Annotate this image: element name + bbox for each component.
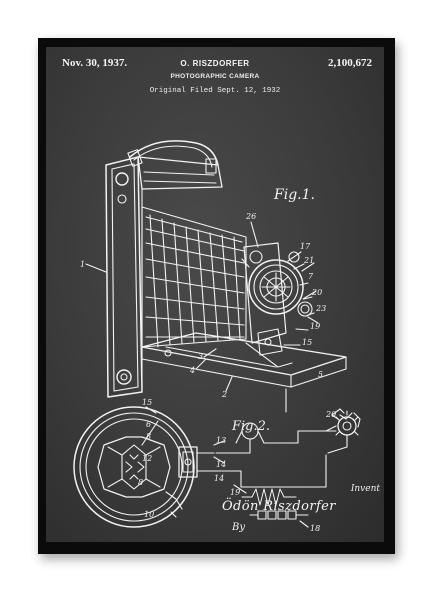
ref-numeral: 2 (221, 390, 227, 399)
ref-numeral: 3 (198, 352, 203, 361)
ref-numeral: 18 (310, 524, 320, 533)
patent-number: 2,100,672 (328, 57, 372, 69)
ref-numeral: 17 (300, 242, 311, 251)
picture-frame: Nov. 30, 1937. O. RISZDORFER 2,100,672 P… (38, 38, 395, 554)
patent-title: PHOTOGRAPHIC CAMERA (170, 73, 260, 80)
ref-numeral: 13 (216, 436, 226, 445)
inventor-label: Invent (350, 484, 380, 494)
patent-poster: Nov. 30, 1937. O. RISZDORFER 2,100,672 P… (46, 47, 384, 542)
ref-numeral: 19 (310, 322, 320, 331)
ref-numeral: 6 (146, 420, 151, 429)
attorney-by-label: By (232, 522, 245, 533)
ref-numeral: 8 (146, 432, 151, 441)
ref-numeral: 1 (80, 260, 85, 269)
ref-numeral: 8 (138, 478, 143, 487)
camera-bellows (141, 206, 247, 348)
ref-numeral: 5 (318, 370, 323, 379)
camera-illustration (85, 140, 347, 413)
camera-lens (241, 250, 319, 324)
ref-numeral: 26 (245, 212, 256, 221)
ref-numeral: 20 (325, 410, 336, 419)
ref-numeral: 7 (308, 272, 314, 281)
camera-patent-drawing: Fig.1. Fig.2. 1 26 17 21 7 20 23 19 15 5… (73, 140, 361, 533)
patent-filed-date: Original Filed Sept. 12, 1932 (149, 87, 281, 95)
fig2-label: Fig.2. (231, 419, 270, 434)
ref-numeral: 10 (144, 510, 154, 519)
patent-date: Nov. 30, 1937. (62, 57, 128, 69)
ref-numeral: 12 (142, 454, 152, 463)
ref-numeral: 23 (315, 304, 326, 313)
ref-numeral: 19 (230, 488, 240, 497)
ref-numeral: 21 (303, 256, 314, 265)
ref-numeral: 14 (214, 474, 224, 483)
ref-numeral: 4 (189, 366, 195, 375)
patent-inventor-header: O. RISZDORFER (180, 59, 250, 68)
ref-numeral: 20 (311, 288, 322, 297)
inventor-signature: Ödön Riszdorfer (222, 499, 336, 514)
shutter-detail-illustration (73, 406, 361, 528)
ref-numeral: 15 (142, 398, 152, 407)
fig1-label: Fig.1. (273, 187, 315, 203)
ref-numeral: 14 (216, 460, 226, 469)
ref-numeral: 15 (302, 338, 312, 347)
